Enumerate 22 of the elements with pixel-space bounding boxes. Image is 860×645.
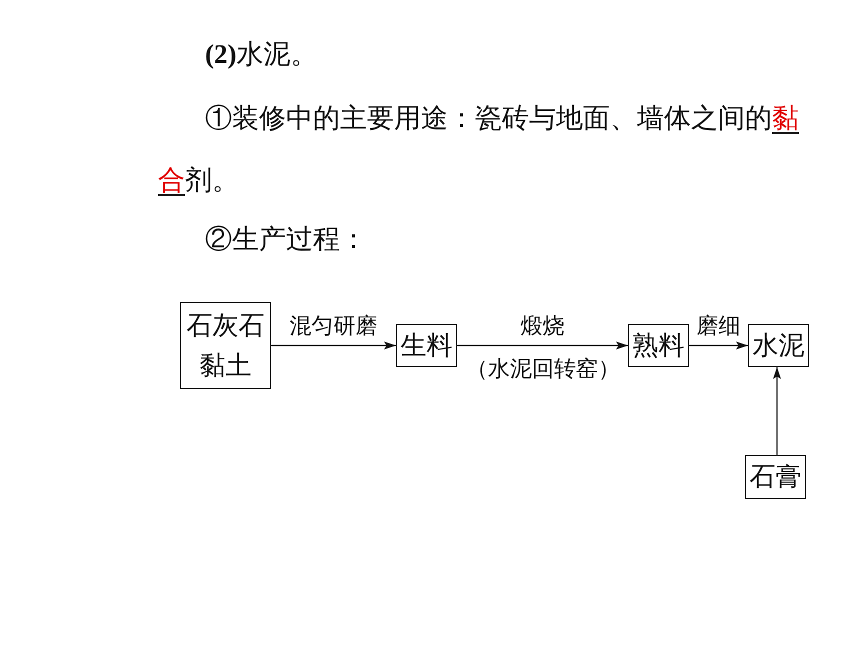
process-box [628,324,689,367]
edge-label: 磨细 [696,312,742,338]
edge-label: 煅烧 [520,312,566,338]
process-box [396,324,457,367]
arrow [773,367,781,455]
arrow [457,342,628,350]
node-text: 黏土 [200,350,252,382]
node-text: 石灰石 [186,310,264,342]
node-text: 生料 [400,330,452,362]
node-text: 水泥 [752,330,804,362]
paragraph-text: ②生产过程： [205,223,368,256]
heading-text: (2)水泥。 [205,38,318,71]
edge-label: 混匀研磨 [288,312,378,338]
arrow [689,342,748,350]
arrow [271,342,396,350]
node-text: 石膏 [750,461,802,493]
process-box [180,302,271,389]
process-box [748,324,809,367]
process-box [745,455,806,499]
node-text: 熟料 [632,330,684,362]
paragraph-text: ①装修中的主要用途：瓷砖与地面、墙体之间的黏合剂。 [158,102,800,197]
edge-note: （水泥回转窑） [466,356,620,382]
